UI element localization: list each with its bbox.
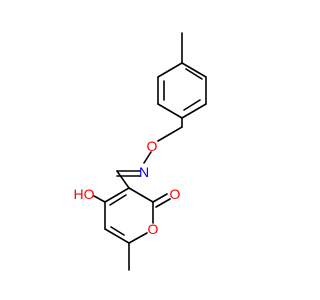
atom-label-hydroxyl: HO bbox=[74, 186, 95, 202]
bond-ring-inner-1 bbox=[185, 68, 203, 80]
atom-label-oxygen-oxime: O bbox=[147, 138, 158, 154]
bond-carbonyl bbox=[152, 193, 168, 203]
bond-layer bbox=[93, 32, 207, 271]
bond-pyran-4 bbox=[128, 232, 148, 244]
bond-ring-1 bbox=[181, 62, 207, 78]
bond-pyran-6 bbox=[128, 187, 154, 203]
atom-label-carbonyl-oxygen: O bbox=[170, 186, 181, 202]
bond-ring-3 bbox=[181, 103, 207, 119]
bond-c-pyran bbox=[116, 170, 130, 189]
bond-o-n bbox=[143, 151, 152, 164]
bond-ring-4 bbox=[157, 103, 183, 119]
atom-label-ring-oxygen: O bbox=[148, 221, 159, 237]
bond-pyran-inner-2 bbox=[110, 226, 125, 236]
bond-carbonyl-double bbox=[155, 198, 171, 208]
bond-c-oh bbox=[93, 195, 106, 203]
bond-pyran-1 bbox=[104, 187, 130, 203]
atom-label-nitrogen: N bbox=[139, 164, 149, 180]
label-layer: O N HO O O bbox=[74, 138, 181, 237]
bond-pyran-3 bbox=[104, 228, 130, 244]
molecule-canvas: O N HO O O bbox=[73, 32, 207, 271]
bond-pyran-inner-1 bbox=[109, 194, 127, 206]
structure-diagram: O N HO O O bbox=[74, 32, 207, 271]
bond-ch2-o bbox=[157, 126, 183, 142]
bond-ring-inner-2 bbox=[183, 99, 201, 111]
bond-ring-6 bbox=[157, 62, 183, 78]
